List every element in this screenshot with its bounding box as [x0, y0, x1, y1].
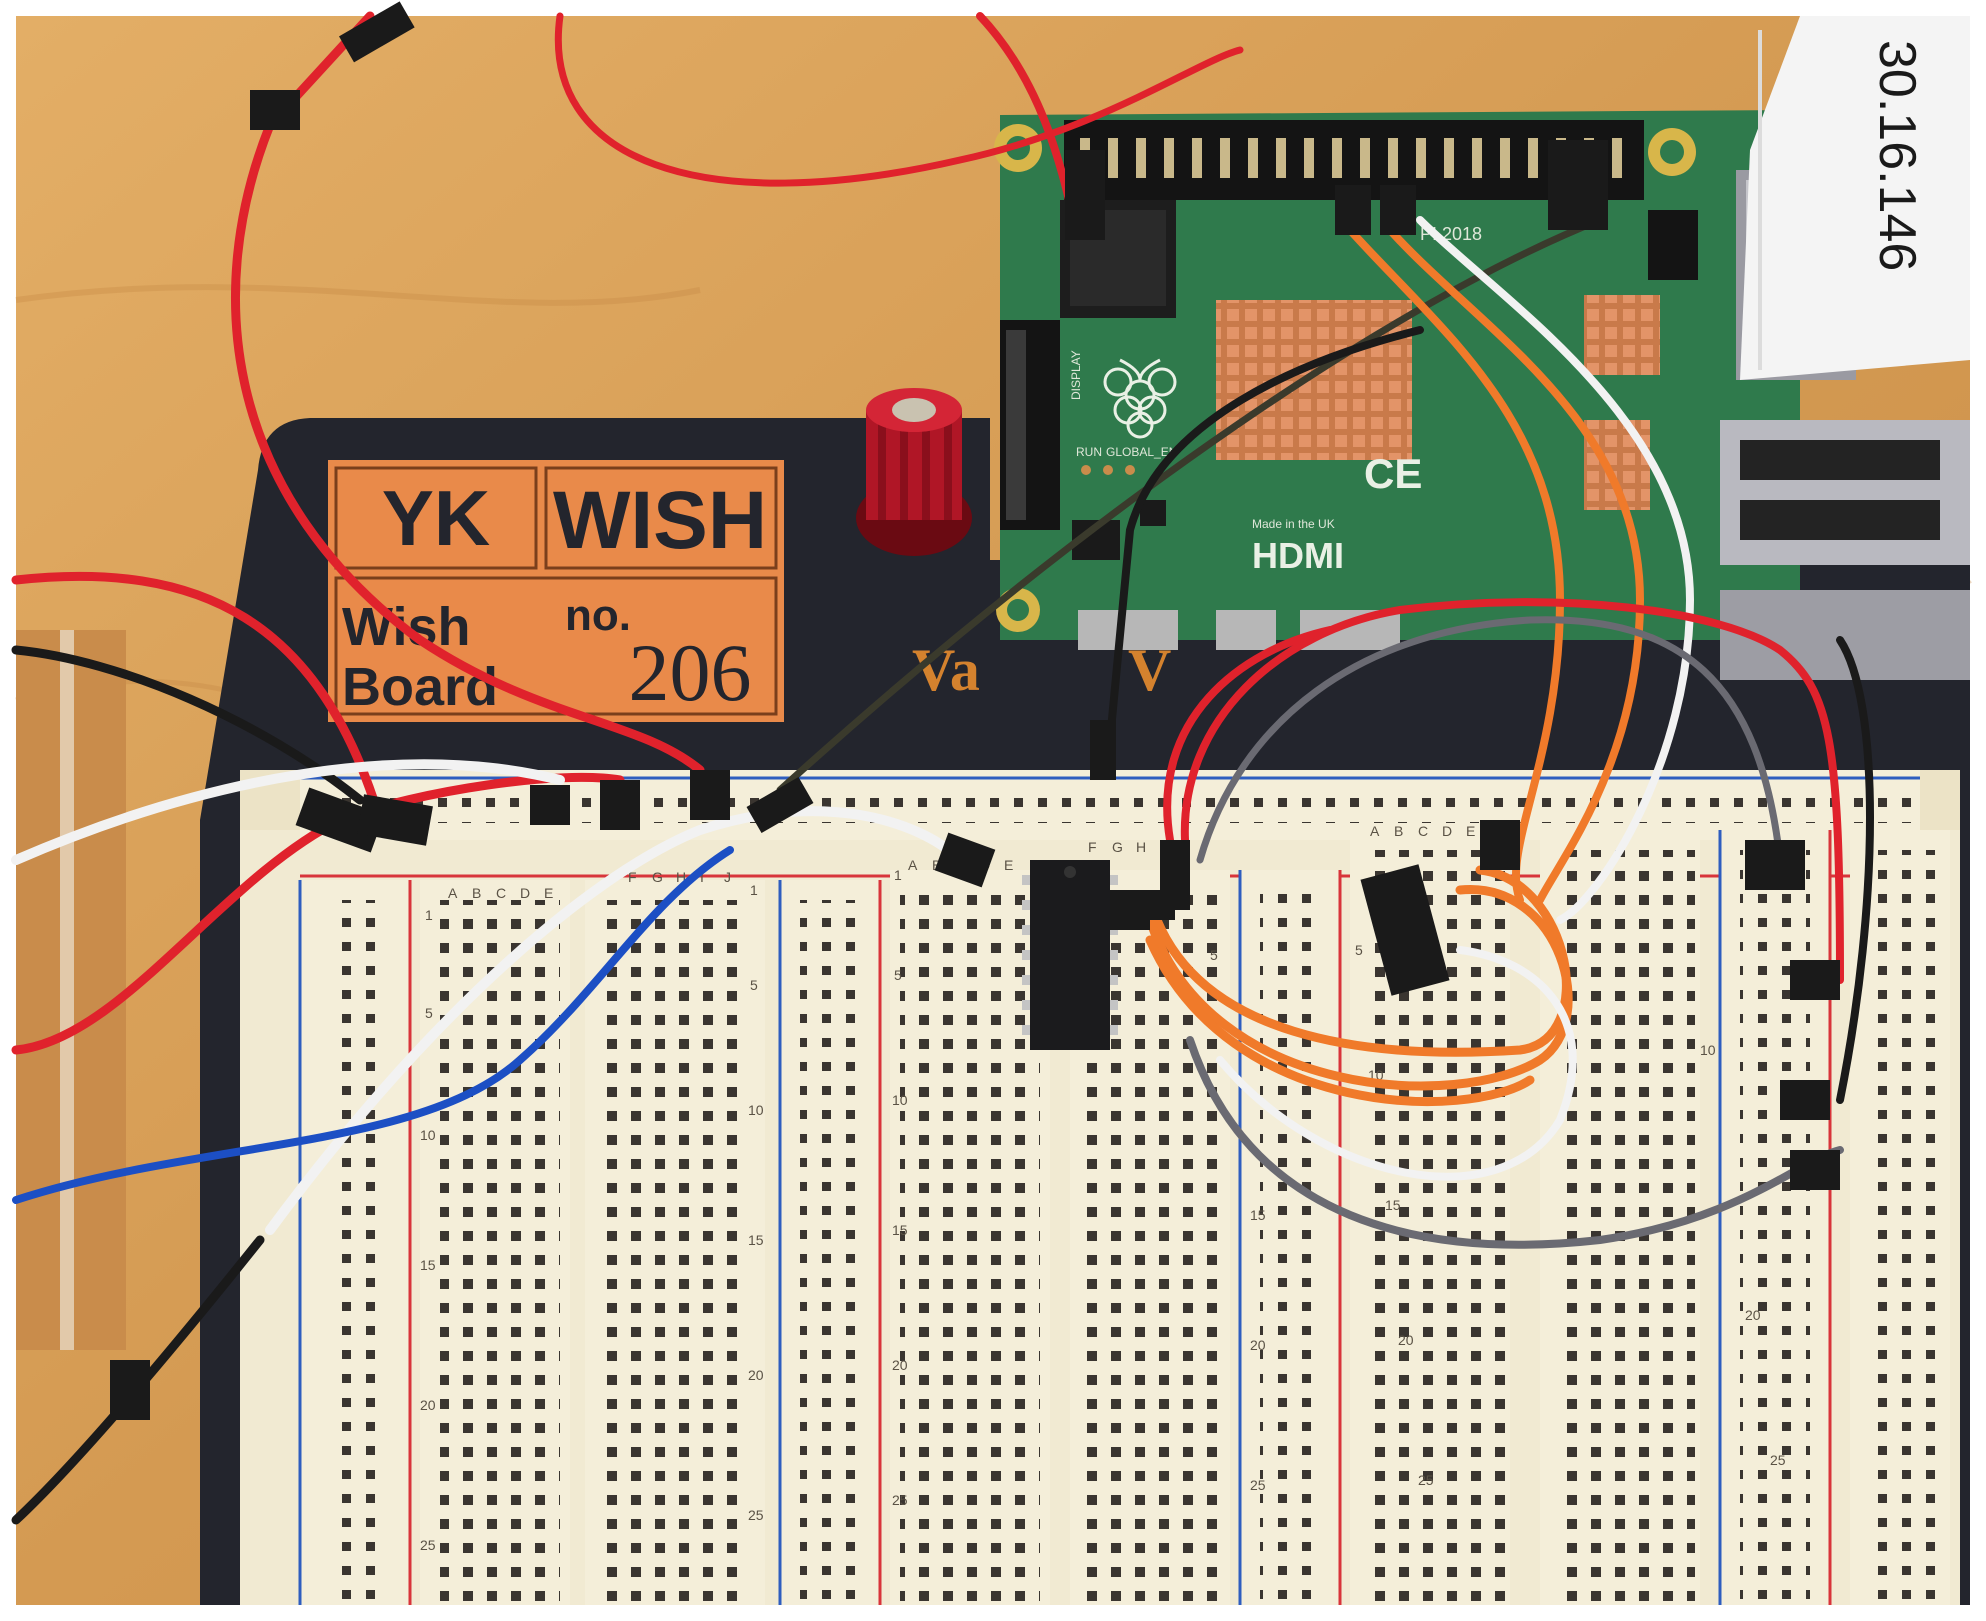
gray-wire [1186, 1036, 1844, 1249]
row-number: 25 [1418, 1472, 1434, 1488]
black-wire-pi [1106, 326, 1424, 744]
white-wire-1 [11, 759, 565, 865]
orange-loop-1 [1145, 865, 1571, 1057]
row-number: 15 [1250, 1207, 1266, 1223]
ribbon-cable: 30.16.146 [1740, 16, 1970, 380]
row-number: 25 [892, 1492, 908, 1508]
row-number: 25 [1770, 1452, 1786, 1468]
orange-loop-3 [1145, 935, 1535, 1106]
row-number: 20 [892, 1357, 908, 1373]
red-arc-wire [1180, 598, 1844, 984]
yk-logo-text: YK [382, 474, 490, 562]
jumper-wires [11, 11, 1874, 1525]
row-number: 20 [420, 1397, 436, 1413]
col-letter: A [1370, 823, 1380, 839]
row-number: 15 [748, 1232, 764, 1248]
gray-wire-2 [1196, 616, 1784, 864]
row-number: 5 [1355, 942, 1363, 958]
col-letters-left: A [448, 885, 458, 901]
wish-board-label: YK WISH Wish Board no. 206 [328, 460, 784, 722]
row-number: 15 [420, 1257, 436, 1273]
row-number: 1 [425, 907, 433, 923]
col-letter: H [1136, 839, 1146, 855]
col-letter: C [496, 885, 506, 901]
run-text: RUN [1076, 445, 1102, 459]
row-number: 10 [1700, 1042, 1716, 1058]
row-number: 25 [420, 1537, 436, 1553]
row-number: 5 [425, 1005, 433, 1021]
white-loop [1216, 946, 1577, 1181]
col-letter: D [1442, 823, 1452, 839]
red-wire-3 [554, 12, 1244, 187]
raspberry-logo-icon [1103, 358, 1177, 439]
col-letter: A [908, 857, 918, 873]
red-binding-post [856, 388, 972, 556]
chip-heatsink-1 [1584, 295, 1660, 375]
made-in-text: Made in the UK [1252, 517, 1335, 531]
col-letter: D [520, 885, 530, 901]
row-number: 20 [748, 1367, 764, 1383]
red-wire-4 [11, 571, 385, 825]
row-number: 5 [1210, 947, 1218, 963]
row-number: 5 [750, 977, 758, 993]
col-letter: E [544, 885, 553, 901]
col-letter: E [1004, 857, 1013, 873]
orange-wire-1 [1346, 226, 1565, 904]
blue-wire [12, 846, 734, 1204]
board-word-text: Board [342, 657, 498, 717]
row-number: 5 [894, 967, 902, 983]
red-arc-wire-2 [1163, 626, 1334, 844]
row-number: 25 [1250, 1477, 1266, 1493]
col-letter: B [1394, 823, 1403, 839]
col-letter: C [1418, 823, 1428, 839]
ribbon-label-text: 30.16.146 [1868, 40, 1926, 271]
white-wire-2 [265, 806, 965, 1235]
hdmi-text: HDMI [1252, 535, 1344, 576]
jumper-connectors [110, 1, 1840, 1420]
col-letter: E [1466, 823, 1475, 839]
black-wire-right [1836, 636, 1874, 1104]
display-text: DISPLAY [1069, 350, 1083, 400]
white-wire-3 [1416, 216, 1695, 924]
red-wire-1 [231, 11, 705, 775]
col-letter: B [472, 885, 481, 901]
col-letter: H [676, 869, 686, 885]
col-letter: G [652, 869, 663, 885]
row-number: 1 [894, 867, 902, 883]
col-letter: F [628, 869, 637, 885]
col-letter: F [1088, 839, 1097, 855]
row-number: 20 [1745, 1307, 1761, 1323]
ce-mark: CE [1364, 450, 1422, 497]
col-letter: G [1112, 839, 1123, 855]
wish-brand-text: WISH [553, 475, 767, 566]
row-number: 1 [750, 882, 758, 898]
row-number: 10 [892, 1092, 908, 1108]
row-number: 15 [1385, 1197, 1401, 1213]
row-number: 10 [420, 1127, 436, 1143]
cpu-heatsink [1216, 300, 1412, 460]
board-number-text: 206 [629, 627, 752, 718]
row-number: 25 [748, 1507, 764, 1523]
row-number: 20 [1250, 1337, 1266, 1353]
ic-chip [1022, 860, 1118, 1050]
no-label-text: no. [565, 591, 631, 640]
row-number: 10 [748, 1102, 764, 1118]
orange-wire-2 [1386, 226, 1645, 904]
col-letter: I [700, 869, 704, 885]
col-letter: J [724, 869, 731, 885]
global-en-text: GLOBAL_EN [1106, 445, 1177, 459]
row-number: 20 [1398, 1332, 1414, 1348]
dark-wire-long [776, 216, 1604, 794]
row-number: 15 [892, 1222, 908, 1238]
orange-loop-2 [1145, 885, 1573, 1091]
